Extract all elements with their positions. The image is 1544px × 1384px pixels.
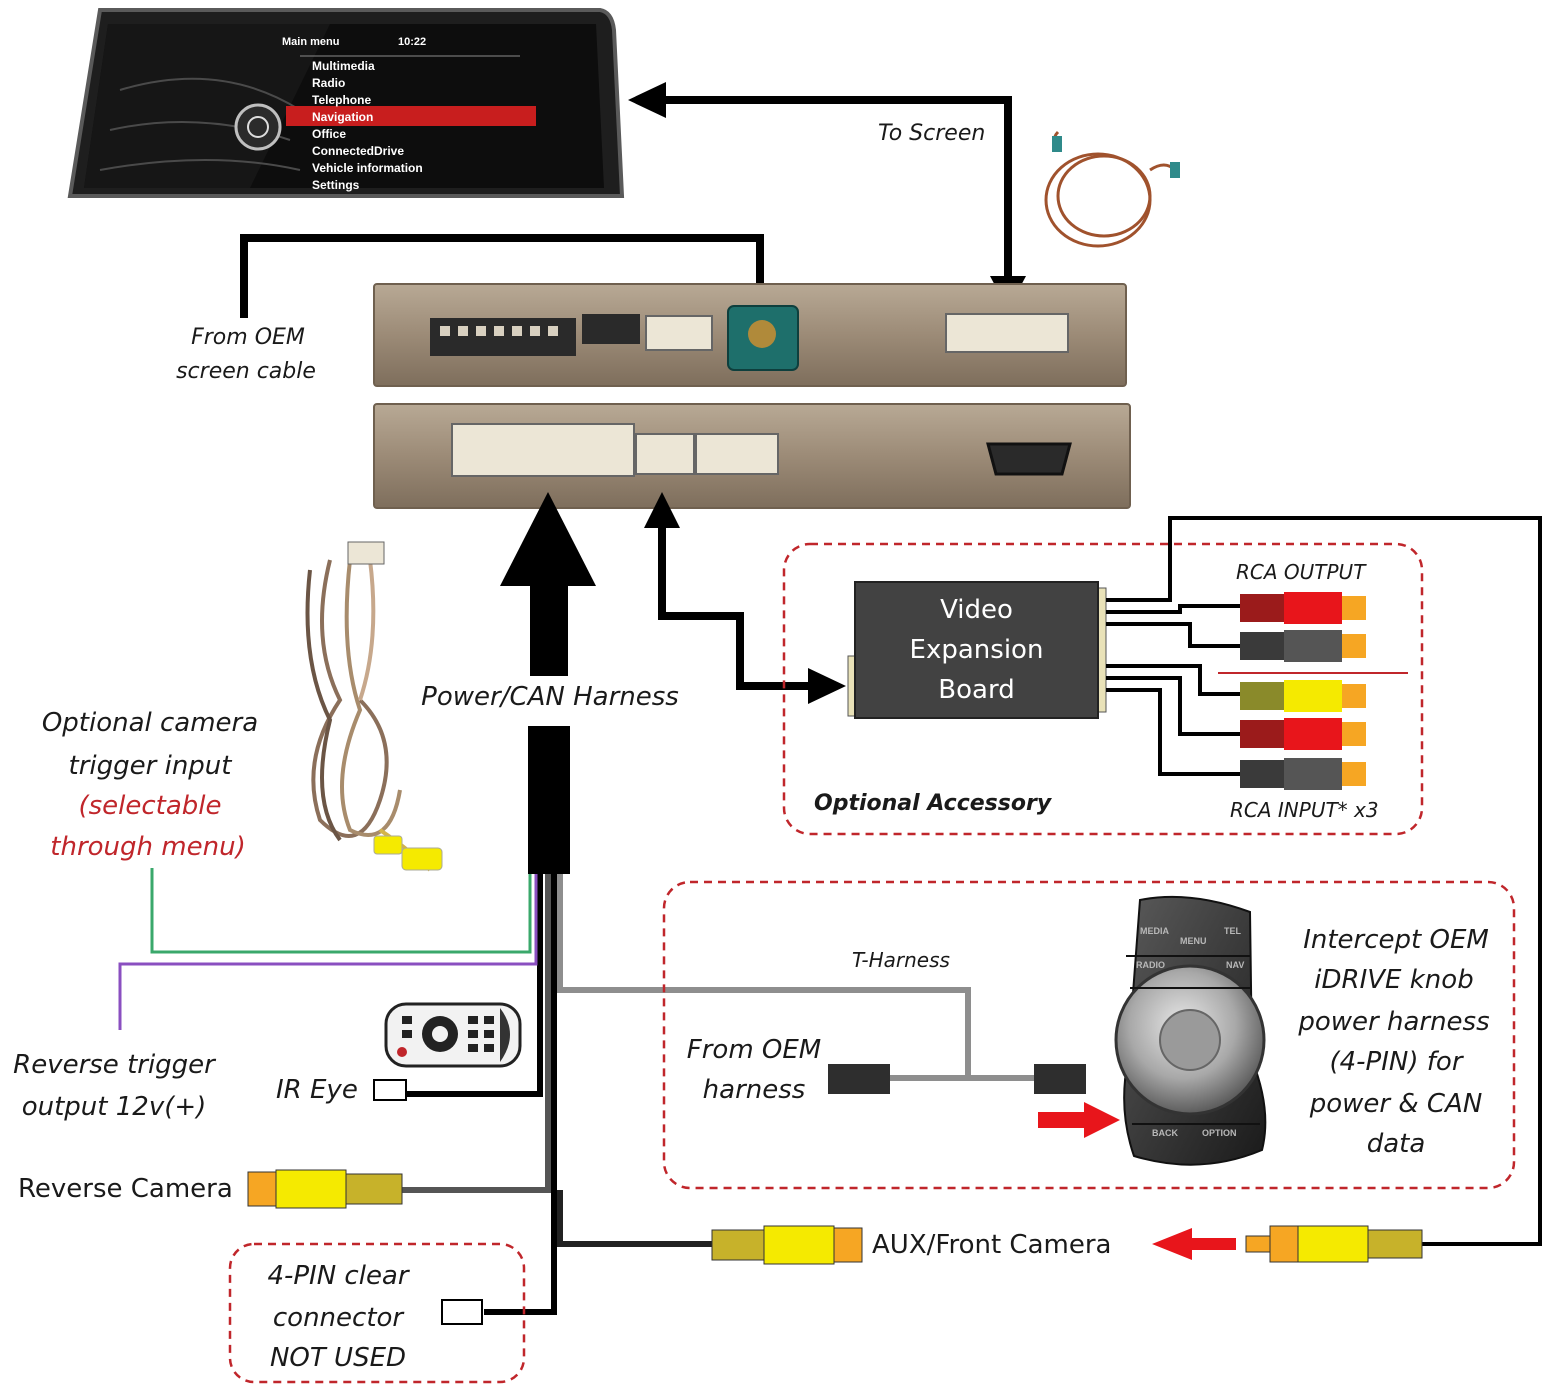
knob-connector [1034,1064,1086,1094]
interface-module-bottom [373,403,1131,509]
rca-input-yellow [1240,680,1366,712]
rca-input-gray [1240,758,1366,790]
label-intercept-4: (4-PIN) for [1329,1047,1463,1077]
reverse-camera-rca [247,1169,403,1209]
menu-selected-bar [286,106,536,126]
menu-item-office[interactable]: Office [312,127,347,141]
menu-item-settings[interactable]: Settings [312,178,360,192]
veb-label-line-1: Video [940,595,1013,625]
label-reverse-trigger-1: Reverse trigger [13,1050,215,1080]
knob-btn-nav: NAV [1226,960,1245,970]
label-four-pin-2: connector [272,1303,404,1333]
car-screen [67,8,625,198]
knob-btn-back: BACK [1152,1128,1178,1138]
aux-camera-rca [711,1225,863,1265]
knob-btn-menu: MENU [1180,936,1207,946]
four-pin-connector [441,1299,483,1325]
label-power-can-harness: Power/CAN Harness [421,682,679,712]
label-from-oem-screen-1: From OEM [191,325,305,350]
veb-cable [658,520,810,690]
knob-arrow [1038,1102,1120,1138]
harness-bundle-image [305,559,432,872]
hdmi-port [986,442,1072,476]
t-harness-box [662,880,1516,1190]
label-optional-camera-2: trigger input [68,751,232,781]
four-pin-box [228,1242,526,1384]
label-to-screen: To Screen [878,121,986,146]
label-reverse-camera: Reverse Camera [18,1174,233,1204]
idrive-knob-image [1114,895,1267,1166]
video-expansion-board [854,581,1099,719]
label-optional-camera-1: Optional camera [41,708,259,738]
label-from-oem-screen-2: screen cable [176,359,316,384]
oem-harness-connector [828,1064,890,1094]
rca-output-red [1240,592,1366,624]
label-ir-eye: IR Eye [276,1075,358,1105]
label-optional-camera-note-1: (selectable [78,791,222,821]
menu-item-navigation[interactable]: Navigation [312,110,374,124]
menu-item-telephone[interactable]: Telephone [312,93,372,107]
label-intercept-6: data [1366,1129,1426,1159]
menu-item-multimedia[interactable]: Multimedia [312,59,375,73]
knob-btn-media: MEDIA [1140,926,1169,936]
label-intercept-1: Intercept OEM [1303,925,1489,955]
menu-knob-icon [234,103,282,151]
label-t-harness: T-Harness [852,948,950,972]
label-rca-output: RCA OUTPUT [1236,560,1366,584]
label-intercept-5: power & CAN [1309,1089,1483,1119]
ir-remote-image [384,1002,522,1068]
menu-time: 10:22 [398,36,427,48]
ir-eye-connector [373,1079,407,1101]
label-from-oem-harness-1: From OEM [686,1035,822,1065]
interface-module-top [373,283,1127,387]
label-aux-front-camera: AUX/Front Camera [872,1230,1112,1260]
menu-item-connecteddrive[interactable]: ConnectedDrive [312,144,405,158]
veb-label-line-2: Expansion [909,635,1044,665]
arrow-to-screen [628,82,666,118]
camera-trigger-wire [150,868,532,954]
rca-output-gray [1240,630,1366,662]
knob-btn-option: OPTION [1202,1128,1237,1138]
veb-label-line-3: Board [938,675,1015,705]
optional-accessory-box [782,542,1424,836]
harness-rca-yellow [401,847,443,871]
label-four-pin-1: 4-PIN clear [267,1261,409,1291]
reverse-trigger-wire [118,874,538,1030]
t-harness-line [557,874,971,1078]
cable-coil [1044,130,1177,248]
knob-btn-radio: RADIO [1136,960,1165,970]
harness-arrow [500,492,596,586]
label-rca-input: RCA INPUT* x3 [1230,798,1379,822]
video-expansion-board-label: Video Expansion Board [855,582,1098,718]
harness-trunk [528,726,570,874]
label-intercept-2: iDRIVE knob [1314,965,1474,995]
menu-title: Main menu [282,36,340,48]
knob-btn-tel: TEL [1224,926,1241,936]
front-camera-rca [1245,1225,1423,1263]
label-from-oem-harness-2: harness [702,1075,806,1105]
aux-arrow [1152,1228,1236,1260]
label-optional-accessory: Optional Accessory [814,791,1052,816]
menu-item-vehicle-information[interactable]: Vehicle information [312,161,423,175]
label-reverse-trigger-2: output 12v(+) [21,1092,207,1122]
label-intercept-3: power harness [1298,1007,1490,1037]
label-optional-camera-note-2: through menu) [50,832,246,862]
to-screen-cable [640,96,1012,290]
oem-screen-cable [240,234,764,318]
label-four-pin-3: NOT USED [269,1343,407,1373]
rca-input-red [1240,718,1366,750]
menu-item-radio[interactable]: Radio [312,76,346,90]
